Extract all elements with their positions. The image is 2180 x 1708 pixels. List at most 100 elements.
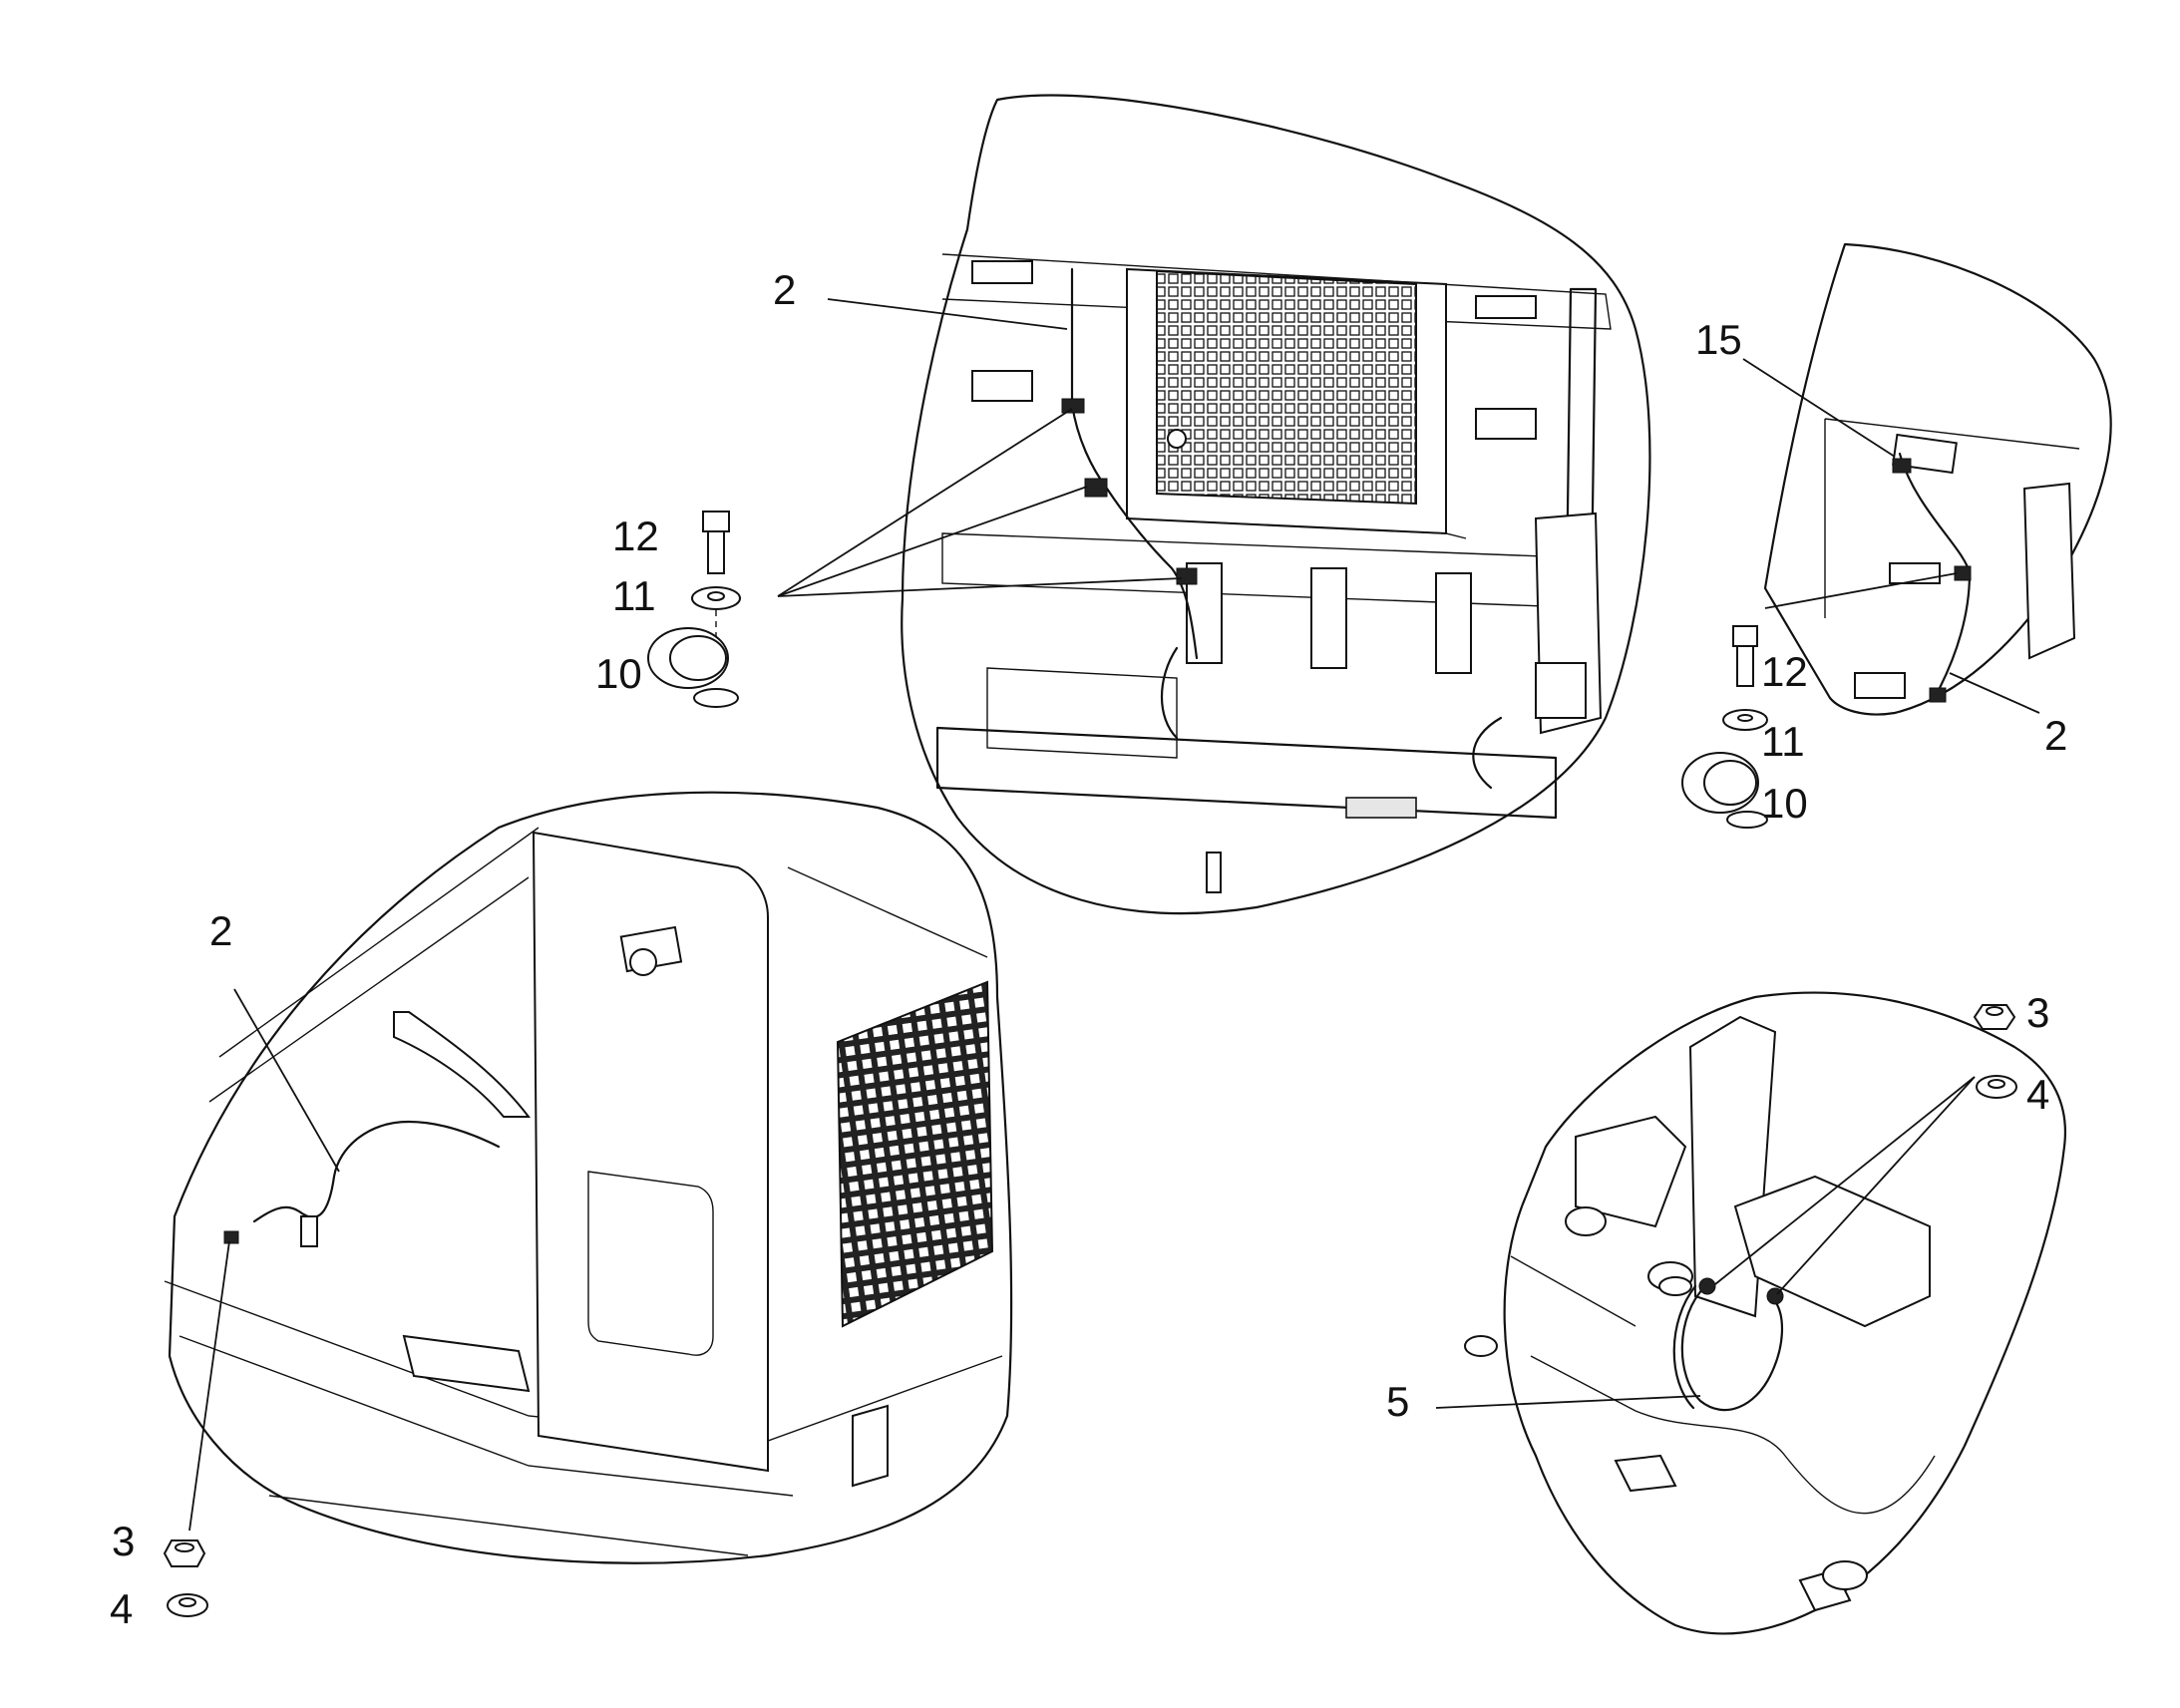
callout-2-top: 2 [773, 266, 796, 313]
bracket-plate [1310, 567, 1347, 669]
leader-line [1435, 1395, 1701, 1409]
mount-plate [971, 370, 1033, 402]
detail-outline-top [901, 94, 1651, 915]
leader-line [777, 577, 1183, 597]
leader-line [777, 408, 1073, 597]
cable-clip [1061, 398, 1085, 414]
support-arm [393, 1011, 532, 1118]
washer-hole-icon [1737, 714, 1753, 722]
leader-line [188, 1240, 230, 1532]
cable-clip [1892, 458, 1912, 474]
ground-strap-edge [1672, 1284, 1697, 1410]
terminal [1698, 1277, 1716, 1295]
detail-view-top-right [1763, 242, 2112, 716]
control-tower [532, 831, 769, 1473]
panel-edge [1824, 418, 2080, 450]
detail-view-bottom-left [164, 791, 1013, 1564]
hardware-bottom-left [163, 1539, 208, 1617]
wire-harness-top [1070, 267, 1199, 660]
callout-2-right: 2 [2044, 712, 2067, 759]
callout-12-left: 12 [612, 512, 659, 559]
bolt-shank-icon [1736, 645, 1754, 687]
leader-line [233, 988, 340, 1173]
bolt-shank-icon [707, 530, 725, 574]
hardware-stack-left [647, 511, 741, 708]
wire-harness-bottom-left [252, 1120, 501, 1223]
detail-outline-bottom-left [168, 791, 1013, 1564]
foot-block [1614, 1454, 1677, 1493]
radiator-base [1126, 517, 1467, 539]
callout-11-left: 11 [612, 572, 656, 619]
p-clamp-inner-icon [669, 635, 727, 681]
callout-3-bottom-right: 3 [2026, 989, 2049, 1036]
leader-line [1949, 672, 2040, 714]
p-clamp-tab-icon [1726, 811, 1768, 829]
detail-view-bottom-right [1464, 991, 2066, 1635]
lower-panel [941, 532, 1597, 609]
callout-4-bottom-left: 4 [110, 1585, 133, 1632]
leader-line [827, 298, 1068, 330]
side-bracket [852, 1404, 889, 1488]
leader-line [1714, 1076, 1976, 1285]
hardware-stack-right [1681, 625, 1768, 829]
cable-clip [1176, 567, 1198, 585]
detail-outline-right [1763, 242, 2112, 716]
mount-plate [971, 260, 1033, 284]
callout-4-bottom-right: 4 [2026, 1071, 2049, 1118]
callout-5-bottom-right: 5 [1386, 1378, 1409, 1425]
roof-edge [787, 866, 988, 958]
callout-10-left: 10 [595, 650, 642, 697]
hex-nut-icon [163, 1539, 206, 1567]
tower-pulley [629, 948, 657, 976]
frame-edge-rear [218, 827, 540, 1058]
hole [1822, 1560, 1868, 1590]
detail-view-top-center [901, 94, 1651, 915]
ground-strap [1680, 1284, 1783, 1412]
step-block [1575, 1115, 1687, 1228]
cable-loop [1472, 716, 1503, 790]
washer-hole-icon [1988, 1079, 2005, 1089]
grommet [1658, 1276, 1692, 1296]
detail-outline-bottom-right [1503, 991, 2066, 1635]
frame-edge-lower [179, 1335, 794, 1497]
frame-edge-rear-inner [208, 876, 530, 1103]
callout-11-right: 11 [1761, 718, 1805, 765]
callout-15-right: 15 [1695, 316, 1742, 363]
radiator-grille [1156, 269, 1417, 506]
mount-plate [1475, 408, 1537, 440]
leader-line [1764, 572, 1958, 609]
right-block [1733, 1175, 1931, 1328]
callout-12-right: 12 [1761, 648, 1808, 695]
leader-line [1742, 358, 1896, 458]
cable-clip [1084, 478, 1108, 498]
hole [1464, 1335, 1498, 1357]
washer-hole-icon [179, 1597, 196, 1607]
terminal [223, 1230, 239, 1244]
cable-clip [1954, 565, 1972, 581]
tower-opening [587, 1171, 714, 1356]
p-clamp-inner-icon [1703, 760, 1757, 806]
junction-box [1535, 662, 1587, 719]
washer-hole-icon [707, 591, 725, 601]
p-clamp-tab-icon [693, 688, 739, 708]
foot-pad [1345, 797, 1417, 819]
battery-tray [986, 667, 1178, 759]
side-louver [2022, 482, 2076, 660]
cable-clamp [300, 1215, 318, 1247]
callout-3-bottom-left: 3 [112, 1518, 135, 1564]
nut-hole-icon [1986, 1006, 2003, 1016]
frame-edge [1510, 1255, 1636, 1327]
leader-line [777, 486, 1088, 597]
lower-frame-rail [935, 726, 1558, 820]
tab [1206, 852, 1222, 893]
bolt-head-icon [1732, 625, 1758, 647]
side-grille [836, 980, 994, 1328]
frame-edge-base [268, 1495, 749, 1556]
bolt-head [1565, 1206, 1607, 1236]
nut-hole-icon [175, 1542, 194, 1552]
callout-10-right: 10 [1761, 780, 1808, 827]
radiator-bolt [1167, 429, 1187, 449]
cable-clip [1929, 687, 1947, 703]
